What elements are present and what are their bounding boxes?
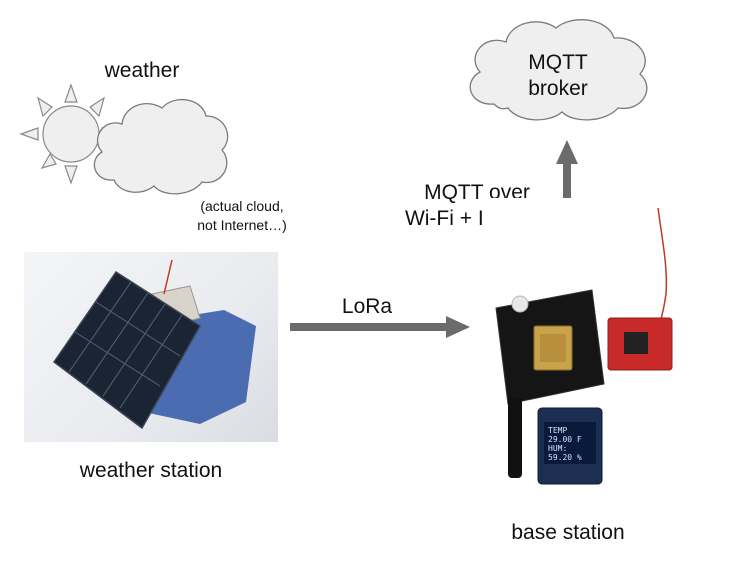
weather-title: weather xyxy=(104,59,180,82)
sun-icon xyxy=(19,83,120,185)
broker-cloud xyxy=(469,19,648,121)
oled-line2: 29.00 F xyxy=(548,435,582,444)
weather-station-photo xyxy=(24,252,278,442)
base-station-photo: TEMP 29.00 F HUM: 59.20 % xyxy=(482,198,712,494)
broker-line1: MQTT xyxy=(528,51,588,74)
weather-cloud xyxy=(93,98,229,195)
weather-station-label: weather station xyxy=(79,459,223,482)
base-station-label: base station xyxy=(511,521,625,544)
lora-arrow xyxy=(290,316,470,338)
oled-line4: 59.20 % xyxy=(548,453,582,462)
oled-line1: TEMP xyxy=(548,426,568,435)
oled-line3: HUM: xyxy=(548,444,568,453)
broker-line2: broker xyxy=(528,77,588,100)
weather-note-line2: not Internet…) xyxy=(197,217,287,233)
weather-note-line1: (actual cloud, xyxy=(200,198,284,214)
link-lora-label: LoRa xyxy=(341,295,393,318)
